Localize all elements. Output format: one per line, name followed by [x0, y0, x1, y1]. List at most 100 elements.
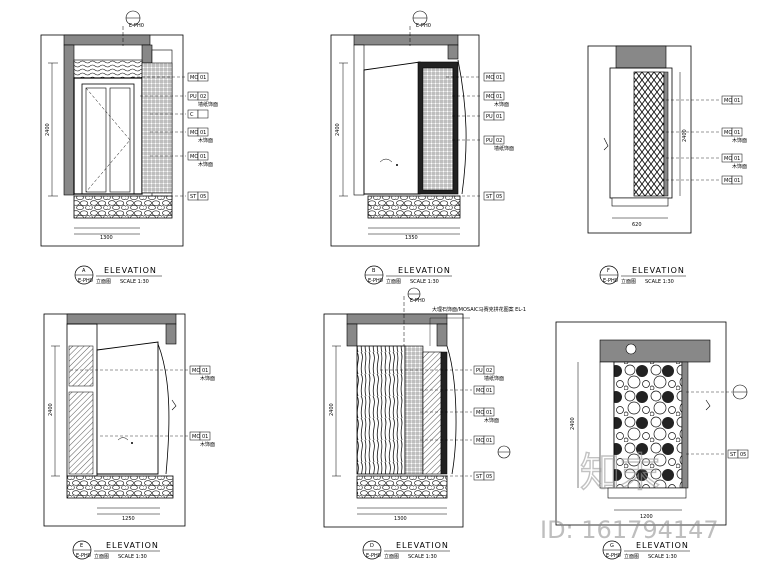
tag-code: MO — [192, 368, 200, 374]
watermark-id: ID: 161794147 — [540, 516, 719, 544]
title-scale: SCALE 1:30 — [410, 279, 439, 285]
height-dim-f: 2400 — [682, 129, 688, 142]
title-subtitle: 立面图 — [621, 278, 636, 285]
title-ref: E-PH0 — [368, 278, 383, 284]
height-dim-e: 2400 — [48, 403, 54, 416]
panel-d: E-PH0 大理石饰面/MOSAIC马赛克拼花图案 EL-1 2400 1300 — [323, 287, 526, 528]
tag-code: ST — [190, 194, 197, 200]
panel-a: E-PH0 2400 1300 — [40, 10, 186, 247]
watermark-logo: 知末 — [580, 450, 660, 496]
title-ref: E-PH0 — [76, 553, 91, 559]
tag-num: 01 — [486, 438, 492, 444]
tag-num: 01 — [486, 410, 492, 416]
tag-note: 木饰面 — [484, 417, 499, 424]
tag-num: 01 — [200, 75, 206, 81]
tag-code: PU — [476, 368, 483, 374]
title-scale: SCALE 1:30 — [118, 554, 147, 560]
title-letter: E — [80, 543, 83, 549]
panel-b: E-PH0 2400 1350 — [330, 10, 480, 247]
title-text: ELEVATION — [632, 266, 685, 275]
title-letter: D — [370, 543, 374, 549]
title-subtitle: 立面图 — [94, 553, 109, 560]
bottom-dim-d: 1300 — [394, 516, 407, 522]
tag-num: 05 — [740, 452, 746, 458]
callout-ref-a: E-PH0 — [129, 23, 144, 29]
tag-code: C — [190, 112, 194, 118]
panel-f: 620 2400 — [587, 45, 720, 234]
watermark: 知末 ID: 161794147 — [540, 449, 719, 544]
tag-note: 墙纸饰面 — [484, 375, 504, 382]
height-dim-d: 2400 — [329, 403, 335, 416]
title-ref: E-PH0 — [366, 553, 381, 559]
title-letter: B — [372, 268, 376, 274]
title-subtitle: 立面图 — [386, 278, 401, 285]
tags-a: MO 01 PU 02 墙纸饰面 C MO 01 木饰面 MO 01 — [187, 72, 218, 201]
height-dim-g: 2400 — [570, 417, 576, 430]
title-subtitle: 立面图 — [624, 553, 639, 560]
tag-num: 02 — [486, 368, 492, 374]
title-text: ELEVATION — [398, 266, 451, 275]
title-scale: SCALE 1:30 — [120, 279, 149, 285]
title-e: E E-PH0 ELEVATION 立面图 SCALE 1:30 — [72, 540, 160, 560]
tag-code: MO — [190, 130, 198, 136]
title-ref: E-PH0 — [606, 553, 621, 559]
title-f: F E-PH0 ELEVATION 立面图 SCALE 1:30 — [599, 265, 686, 285]
tag-num: 01 — [200, 154, 206, 160]
tag-code: MO — [486, 75, 494, 81]
tag-note: 木饰面 — [732, 163, 747, 170]
title-g: G E-PH0 ELEVATION 立面图 SCALE 1:30 — [602, 540, 690, 560]
tag-note: 墙纸饰面 — [494, 145, 514, 152]
tag-num: 01 — [486, 388, 492, 394]
title-subtitle: 立面图 — [96, 278, 111, 285]
tag-num: 05 — [200, 194, 206, 200]
tag-note: 木饰面 — [198, 137, 213, 144]
tag-code: MO — [724, 178, 732, 184]
tag-code: MO — [724, 98, 732, 104]
tag-code: MO — [724, 130, 732, 136]
title-letter: F — [607, 268, 610, 274]
title-text: ELEVATION — [636, 541, 689, 550]
title-d: D E-PH0 ELEVATION 立面图 SCALE 1:30 — [362, 540, 450, 560]
tag-num: 02 — [496, 138, 502, 144]
title-scale: SCALE 1:30 — [648, 554, 677, 560]
tag-code: ST — [486, 194, 493, 200]
tag-num: 01 — [496, 114, 502, 120]
tags-g: ST 05 — [727, 449, 749, 459]
tag-code: PU — [486, 138, 493, 144]
tag-num: 01 — [734, 178, 740, 184]
tags-f: MO 01 MO 01 木饰面 MO 01 木饰面 MO 01 — [721, 95, 747, 185]
title-a: A E-PH0 ELEVATION 立面图 SCALE 1:30 — [74, 265, 162, 285]
bottom-dim-a: 1300 — [100, 235, 113, 241]
title-b: B E-PH0 ELEVATION 立面图 SCALE 1:30 — [364, 265, 452, 285]
tag-code: ST — [476, 474, 483, 480]
title-text: ELEVATION — [106, 541, 159, 550]
tag-code: MO — [190, 154, 198, 160]
bottom-dim-f: 620 — [632, 222, 642, 228]
panel-e: 2400 1250 — [43, 313, 188, 527]
bottom-dim-e: 1250 — [122, 516, 135, 522]
title-scale: SCALE 1:30 — [408, 554, 437, 560]
tag-code: MO — [476, 388, 484, 394]
height-dim-b: 2400 — [335, 123, 341, 136]
title-ref: E-PH0 — [603, 278, 618, 284]
tags-e: MO 01 木饰面 MO 01 木饰面 — [189, 365, 215, 448]
tag-num: 01 — [734, 156, 740, 162]
callout-ref-b: E-PH0 — [416, 23, 431, 29]
tag-code: MO — [476, 438, 484, 444]
tag-num: 01 — [734, 130, 740, 136]
tag-note: 墙纸饰面 — [198, 101, 218, 108]
tag-note: 木饰面 — [198, 161, 213, 168]
tag-note: 木饰面 — [494, 101, 509, 108]
tag-num: 01 — [496, 94, 502, 100]
title-subtitle: 立面图 — [384, 553, 399, 560]
tag-num: 05 — [496, 194, 502, 200]
tag-note: 木饰面 — [200, 375, 215, 382]
title-scale: SCALE 1:30 — [645, 279, 674, 285]
callout-ref-d: E-PH0 — [410, 298, 425, 304]
tag-code: MO — [724, 156, 732, 162]
bottom-dim-g: 1200 — [640, 514, 653, 520]
tag-num: 01 — [734, 98, 740, 104]
tag-code: ST — [730, 452, 737, 458]
title-text: ELEVATION — [104, 266, 157, 275]
